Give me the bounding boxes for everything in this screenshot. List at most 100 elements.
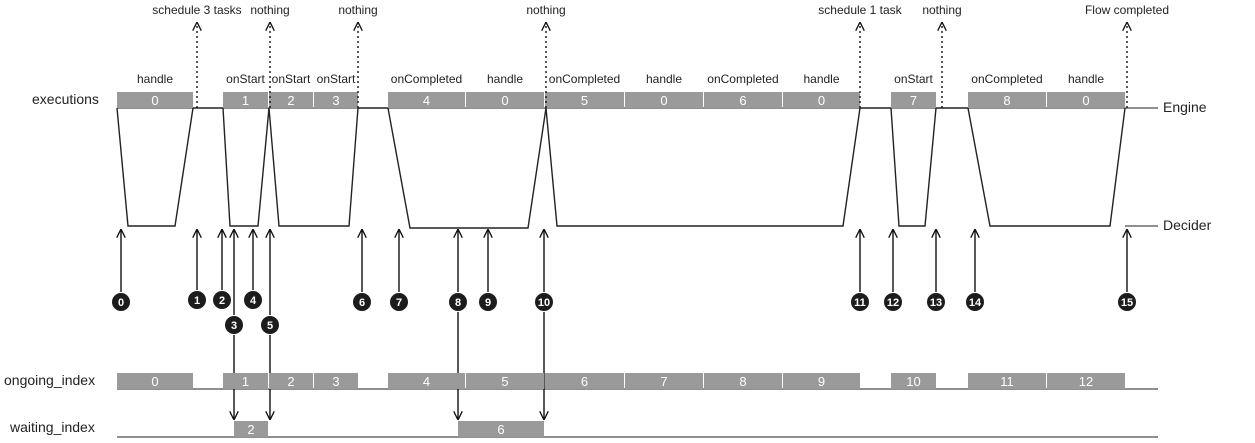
ongoing-segment (891, 373, 936, 389)
step-marker (965, 292, 985, 312)
execution-segment-number: 0 (660, 93, 667, 108)
execution-segment-title: handle (1068, 72, 1104, 86)
ongoing-segment (117, 373, 193, 389)
execution-segment-title: onCompleted (971, 72, 1042, 86)
step-marker (352, 292, 372, 312)
execution-segment-number: 0 (151, 93, 158, 108)
ongoing-segment-number: 5 (501, 374, 508, 389)
execution-segment-number: 0 (818, 93, 825, 108)
event-label: Flow completed (1085, 3, 1169, 17)
execution-segment-title: handle (137, 72, 173, 86)
step-marker-number: 6 (359, 297, 365, 309)
step-marker-number: 13 (930, 297, 942, 309)
step-marker-number: 0 (118, 297, 124, 309)
ongoing-segment (466, 373, 544, 389)
execution-segment (466, 92, 544, 108)
ongoing-segment-number: 10 (906, 374, 920, 389)
step-marker (926, 292, 946, 312)
step-marker (1117, 292, 1137, 312)
step-marker (260, 315, 280, 335)
ongoing-segment (223, 373, 268, 389)
execution-segment-title: onCompleted (391, 72, 462, 86)
ongoing-segment (704, 373, 782, 389)
ongoing-segment-number: 6 (581, 374, 588, 389)
ongoing-segment-number: 8 (739, 374, 746, 389)
step-marker (850, 292, 870, 312)
execution-segment (314, 92, 358, 108)
execution-segment (388, 92, 465, 108)
execution-segment-number: 8 (1003, 93, 1010, 108)
step-marker (478, 292, 498, 312)
execution-segment-title: handle (803, 72, 839, 86)
execution-segment (269, 92, 313, 108)
ongoing-segment (1047, 373, 1125, 389)
step-marker (534, 292, 554, 312)
step-marker (111, 292, 131, 312)
waiting-segment-number: 6 (497, 422, 504, 437)
ongoing-segment (783, 373, 860, 389)
decider-row-label: Decider (1163, 217, 1212, 233)
ongoing-segment-number: 1 (242, 374, 249, 389)
execution-segment (891, 92, 936, 108)
ongoing-segment (545, 373, 624, 389)
step-marker (243, 290, 263, 310)
execution-segment-title: handle (487, 72, 523, 86)
execution-segment-title: onCompleted (707, 72, 778, 86)
ongoing-segment-number: 12 (1079, 374, 1093, 389)
execution-segment-number: 6 (739, 93, 746, 108)
execution-segment-title: onCompleted (549, 72, 620, 86)
event-label: schedule 1 task (818, 3, 902, 17)
execution-segment (117, 92, 193, 108)
step-marker-number: 4 (250, 295, 257, 307)
execution-segment (625, 92, 703, 108)
step-marker (212, 290, 232, 310)
execution-segment-number: 4 (423, 93, 430, 108)
ongoing-segment (314, 373, 358, 389)
execution-segment (1047, 92, 1125, 108)
execution-segment-number: 5 (581, 93, 588, 108)
step-marker-number: 10 (538, 297, 550, 309)
step-marker-number: 5 (267, 320, 273, 332)
ongoing-segment-number: 2 (287, 374, 294, 389)
ongoing-segment (625, 373, 703, 389)
ongoing-segment (269, 373, 313, 389)
event-label: nothing (922, 3, 961, 17)
execution-segment-number: 3 (332, 93, 339, 108)
execution-trace (116, 107, 1158, 229)
event-label: nothing (250, 3, 289, 17)
execution-segment (783, 92, 860, 108)
execution-segment (968, 92, 1046, 108)
step-marker-number: 7 (396, 297, 402, 309)
execution-segment-number: 0 (1082, 93, 1089, 108)
step-marker (448, 292, 468, 312)
ongoing-segment-number: 3 (332, 374, 339, 389)
execution-segment-number: 1 (242, 93, 249, 108)
step-marker-number: 14 (969, 297, 982, 309)
execution-segment (545, 92, 624, 108)
ongoing-segment-number: 0 (151, 374, 158, 389)
executions-row-label: executions (32, 91, 99, 107)
step-marker (389, 292, 409, 312)
event-label: nothing (526, 3, 565, 17)
trace-line (116, 107, 1126, 229)
step-marker-number: 3 (231, 320, 237, 332)
step-marker-number: 1 (194, 295, 200, 307)
event-label: schedule 3 tasks (152, 3, 241, 17)
execution-segment-title: onStart (226, 72, 265, 86)
event-labels: schedule 3 tasks nothing nothing nothing sch… (152, 3, 1169, 108)
ongoing-index-row-label: ongoing_index (4, 372, 95, 388)
ongoing-segment-number: 9 (818, 374, 825, 389)
ongoing-segment (968, 373, 1046, 389)
waiting-index-row-label: waiting_index (9, 419, 95, 435)
execution-segment-title: onStart (317, 72, 356, 86)
ongoing-segment (388, 373, 465, 389)
ongoing-segment-number: 7 (660, 374, 667, 389)
waiting-segment-number: 2 (247, 422, 254, 437)
execution-segment-title: onStart (894, 72, 933, 86)
engine-row-label: Engine (1163, 99, 1207, 115)
step-marker (883, 292, 903, 312)
step-marker-number: 8 (455, 297, 461, 309)
